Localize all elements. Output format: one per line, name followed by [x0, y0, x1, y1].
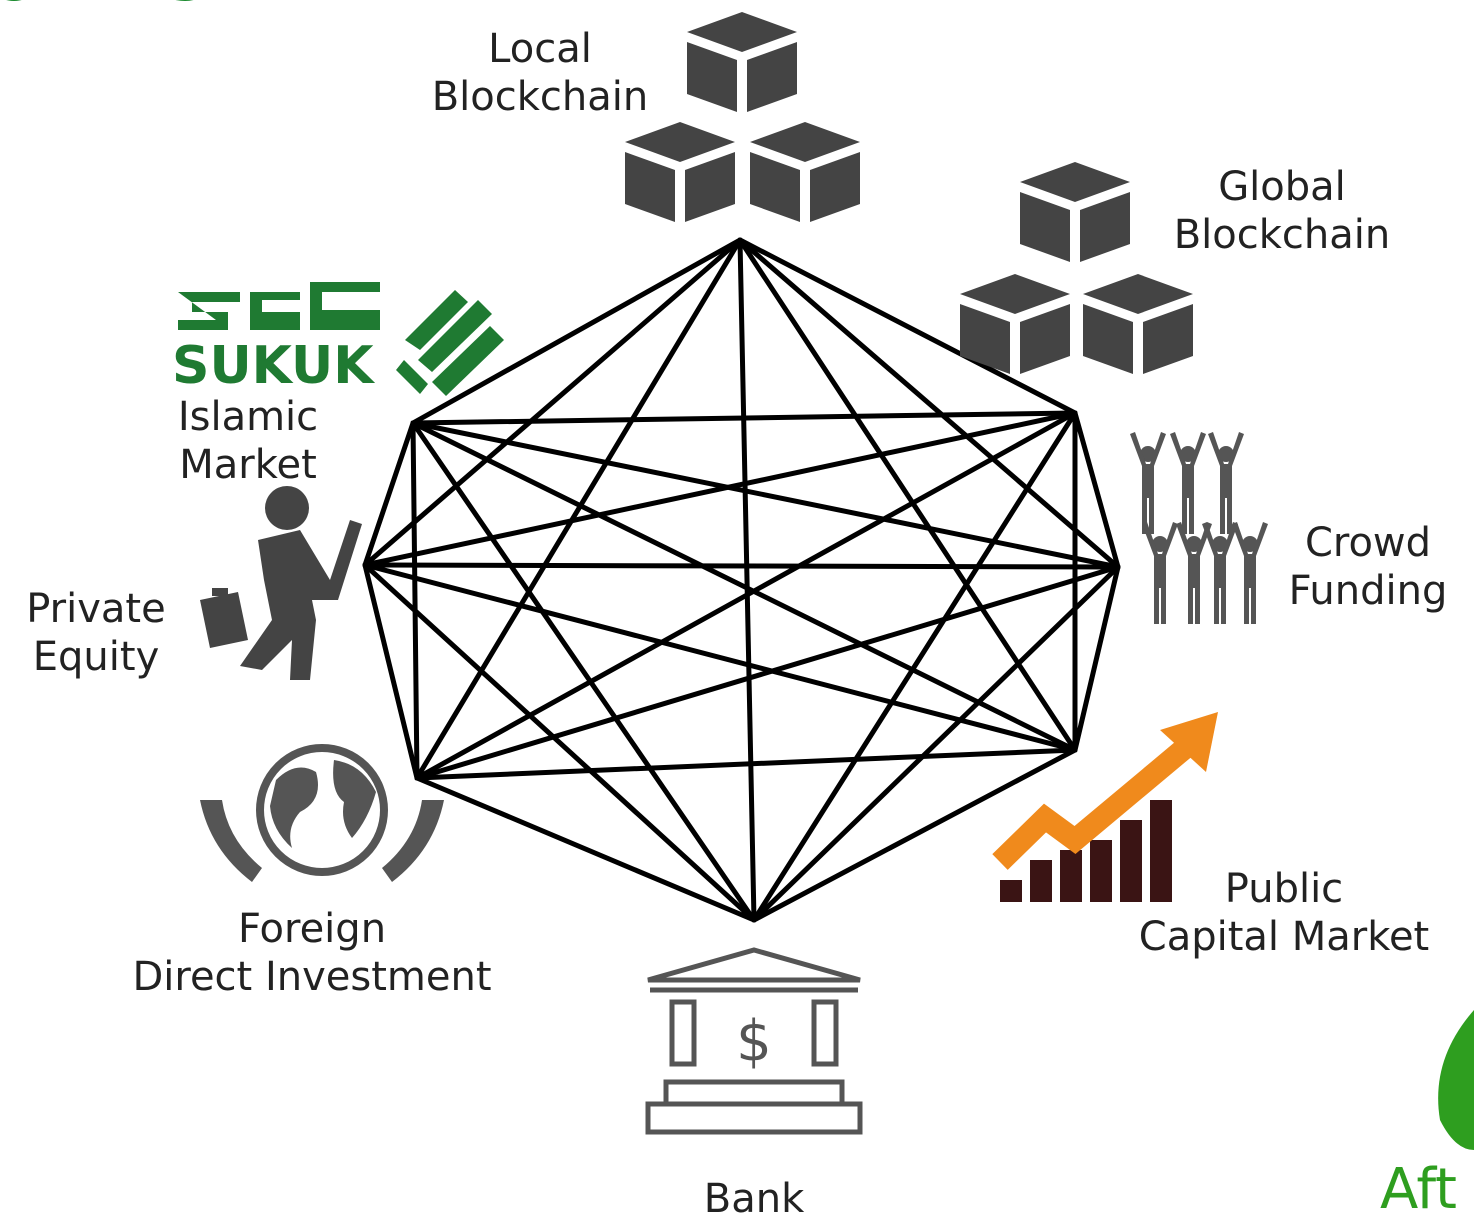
edge-local_blockchain-bank	[737, 237, 757, 923]
edge-crowd_funding-foreign_direct_investment	[414, 564, 1121, 781]
crowd-funding-label-2: Funding	[1289, 568, 1448, 614]
header-logo: KOINESIA	[0, 0, 282, 16]
edge-private_equity-crowd_funding	[362, 562, 1121, 570]
crowd-icon	[1130, 432, 1268, 624]
private-equity-node: Private Equity	[26, 486, 362, 680]
private-equity-label-2: Equity	[33, 634, 159, 680]
corner-logo-text: Aft	[1380, 1157, 1457, 1218]
edge-local_blockchain-global_blockchain	[737, 237, 1078, 416]
edge-local_blockchain-foreign_direct_investment	[414, 237, 743, 781]
blocks-icon	[625, 12, 860, 222]
local-blockchain-label-1: Local	[488, 26, 592, 72]
bank-label: Bank	[704, 1176, 805, 1218]
growth-chart-icon	[992, 712, 1218, 902]
edge-local_blockchain-private_equity	[362, 237, 743, 568]
edge-global_blockchain-foreign_direct_investment	[414, 410, 1078, 781]
private-equity-label-1: Private	[26, 586, 165, 632]
edge-global_blockchain-crowd_funding	[1072, 410, 1121, 570]
islamic-market-label-2: Market	[179, 442, 317, 488]
global-blockchain-node: Global Blockchain	[960, 162, 1390, 374]
edge-global_blockchain-private_equity	[362, 410, 1078, 568]
businessman-icon	[200, 486, 362, 680]
bank-icon	[645, 947, 863, 1135]
edge-islamic_market-public_capital_market	[410, 420, 1078, 753]
edge-islamic_market-foreign_direct_investment	[410, 420, 420, 781]
edge-local_blockchain-islamic_market	[410, 237, 743, 426]
sukuk-logo: SUKUK	[172, 282, 504, 396]
edge-global_blockchain-islamic_market	[410, 410, 1078, 426]
dollar-sign-icon: $	[736, 1009, 772, 1074]
fdi-label-2: Direct Investment	[132, 954, 491, 1000]
crowd-funding-node: Crowd Funding	[1130, 432, 1447, 624]
foreign-direct-investment-node: Foreign Direct Investment	[132, 744, 492, 1000]
globe-hands-icon	[200, 744, 444, 882]
edge-private_equity-bank	[362, 562, 757, 923]
local-blockchain-label-2: Blockchain	[432, 74, 649, 120]
edge-foreign_direct_investment-bank	[414, 775, 757, 923]
pcm-label-1: Public	[1225, 866, 1343, 912]
edge-foreign_direct_investment-public_capital_market	[414, 747, 1078, 781]
blocks-icon	[960, 162, 1193, 374]
corner-logo: Aft	[1380, 1010, 1474, 1218]
edge-islamic_market-bank	[410, 420, 757, 923]
edge-private_equity-foreign_direct_investment	[362, 562, 420, 781]
sukuk-logo-text: SUKUK	[172, 336, 375, 396]
pcm-label-2: Capital Market	[1139, 914, 1429, 960]
bank-node: $ Bank	[645, 947, 863, 1218]
islamic-market-label-1: Islamic	[178, 394, 318, 440]
connection-lines	[362, 237, 1121, 923]
edge-local_blockchain-crowd_funding	[737, 237, 1121, 570]
public-capital-market-node: Public Capital Market	[992, 712, 1429, 960]
islamic-market-node: SUKUK Islamic Market	[172, 282, 504, 488]
global-blockchain-label-1: Global	[1218, 164, 1346, 210]
edge-islamic_market-private_equity	[362, 420, 416, 568]
fdi-label-1: Foreign	[238, 906, 386, 952]
edge-crowd_funding-bank	[751, 564, 1121, 923]
crowd-funding-label-1: Crowd	[1305, 520, 1431, 566]
edge-private_equity-public_capital_market	[362, 562, 1078, 753]
global-blockchain-label-2: Blockchain	[1174, 212, 1391, 258]
edge-global_blockchain-bank	[751, 410, 1078, 923]
local-blockchain-node: Local Blockchain	[432, 12, 860, 222]
edge-islamic_market-crowd_funding	[410, 420, 1121, 570]
edge-public_capital_market-bank	[751, 747, 1078, 923]
leaf-icon	[1438, 1010, 1474, 1150]
edge-crowd_funding-public_capital_market	[1072, 564, 1121, 753]
